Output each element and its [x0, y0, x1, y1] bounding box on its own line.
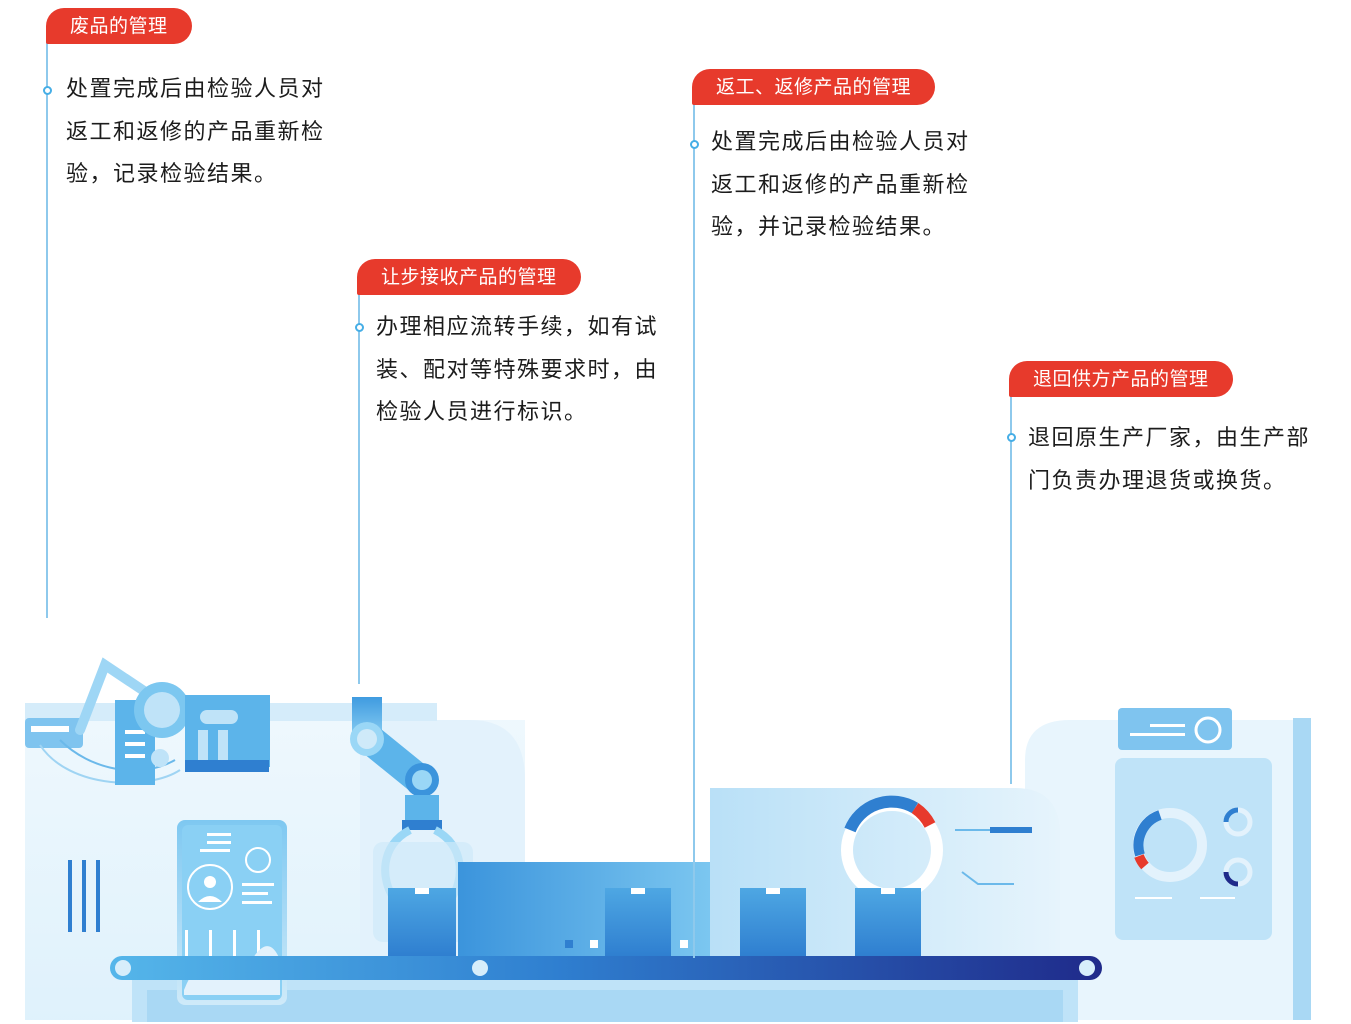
right-pillar [1293, 718, 1311, 1020]
callout-dot-3 [690, 140, 699, 149]
callout-dot-2 [355, 323, 364, 332]
body-line: 验，记录检验结果。 [66, 162, 278, 187]
body-line: 办理相应流转手续，如有试 [376, 315, 659, 340]
callout-line-4 [1010, 394, 1012, 784]
section-title-concession: 让步接收产品的管理 [357, 259, 581, 295]
conveyor-cover [458, 862, 713, 957]
body-line: 门负责办理退货或换货。 [1028, 468, 1287, 494]
body-line: 检验人员进行标识。 [376, 400, 588, 425]
callout-line-3 [693, 102, 695, 958]
section-title-scrap: 废品的管理 [46, 8, 192, 44]
body-line: 装、配对等特殊要求时，由 [376, 357, 659, 383]
section-body-concession: 办理相应流转手续，如有试 装、配对等特殊要求时，由 检验人员进行标识。 [376, 307, 658, 435]
conveyor-belt [110, 956, 1102, 980]
dashboard-screen [1115, 758, 1272, 940]
box-2 [605, 888, 671, 956]
box-1 [388, 888, 456, 956]
section-title-return: 退回供方产品的管理 [1009, 361, 1233, 397]
body-line: 退回原生产厂家，由生产部 [1028, 426, 1311, 451]
callout-dot-1 [43, 86, 52, 95]
body-line: 返工和返修的产品重新检 [711, 172, 970, 198]
section-body-return: 退回原生产厂家，由生产部 门负责办理退货或换货。 [1028, 418, 1310, 503]
body-line: 处置完成后由检验人员对 [66, 77, 325, 102]
box-3 [740, 888, 806, 956]
left-module [25, 718, 83, 748]
callout-line-1 [46, 42, 48, 618]
body-line: 验，并记录检验结果。 [711, 215, 947, 240]
section-body-scrap: 处置完成后由检验人员对 返工和返修的产品重新检 验，记录检验结果。 [66, 69, 325, 197]
top-screen [1118, 708, 1232, 750]
body-line: 处置完成后由检验人员对 [711, 130, 970, 155]
section-title-rework: 返工、返修产品的管理 [692, 69, 936, 105]
callout-dot-4 [1007, 433, 1016, 442]
box-4 [855, 888, 921, 956]
section-body-rework: 处置完成后由检验人员对 返工和返修的产品重新检 验，并记录检验结果。 [711, 122, 970, 250]
body-line: 返工和返修的产品重新检 [66, 119, 325, 145]
callout-line-2 [358, 292, 360, 684]
